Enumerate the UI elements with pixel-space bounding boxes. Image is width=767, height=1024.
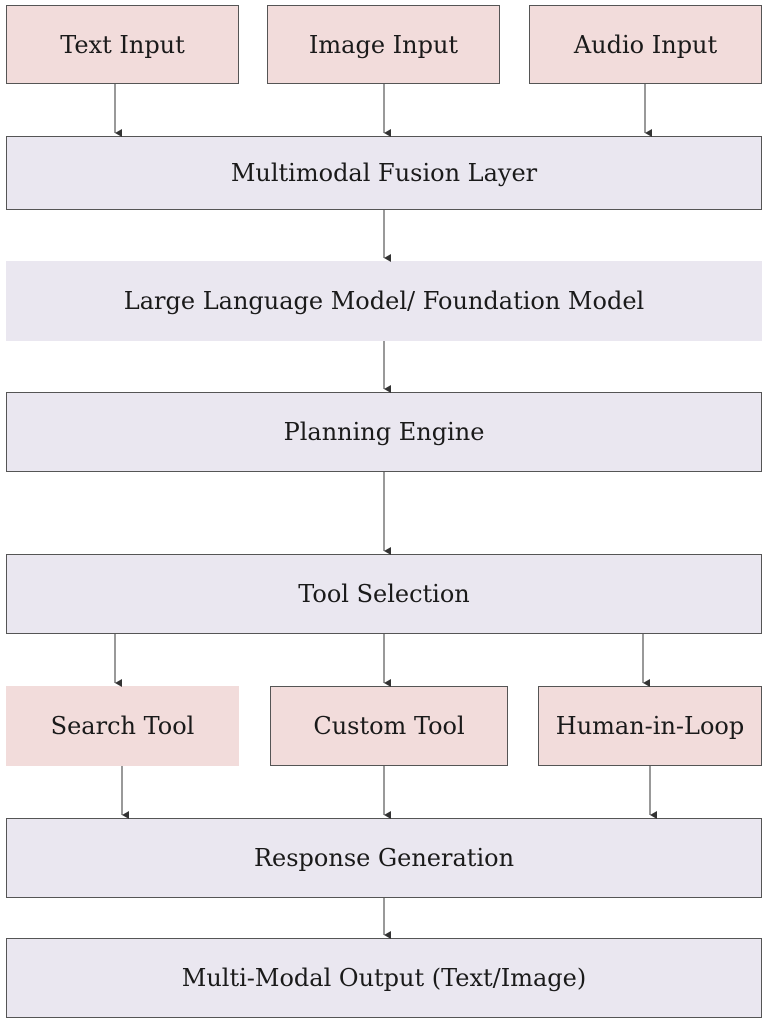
fusion-layer-node: Multimodal Fusion Layer [6,136,762,210]
audio-input-node: Audio Input [529,5,762,84]
human-in-loop-label: Human-in-Loop [555,712,745,740]
custom-tool-node: Custom Tool [270,686,508,766]
output-label: Multi-Modal Output (Text/Image) [181,964,587,992]
output-node: Multi-Modal Output (Text/Image) [6,938,762,1018]
image-input-label: Image Input [308,30,459,59]
llm-node: Large Language Model/ Foundation Model [6,261,762,341]
response-generation-label: Response Generation [253,844,515,872]
text-input-node: Text Input [6,5,239,84]
audio-input-label: Audio Input [573,30,718,59]
search-tool-label: Search Tool [50,712,195,740]
planning-engine-label: Planning Engine [283,418,485,446]
image-input-node: Image Input [267,5,500,84]
tool-selection-label: Tool Selection [298,580,470,608]
response-generation-node: Response Generation [6,818,762,898]
human-in-loop-node: Human-in-Loop [538,686,762,766]
custom-tool-label: Custom Tool [313,712,465,740]
search-tool-node: Search Tool [6,686,239,766]
fusion-layer-label: Multimodal Fusion Layer [230,159,538,187]
planning-engine-node: Planning Engine [6,392,762,472]
text-input-label: Text Input [60,30,185,59]
llm-label: Large Language Model/ Foundation Model [123,287,645,315]
